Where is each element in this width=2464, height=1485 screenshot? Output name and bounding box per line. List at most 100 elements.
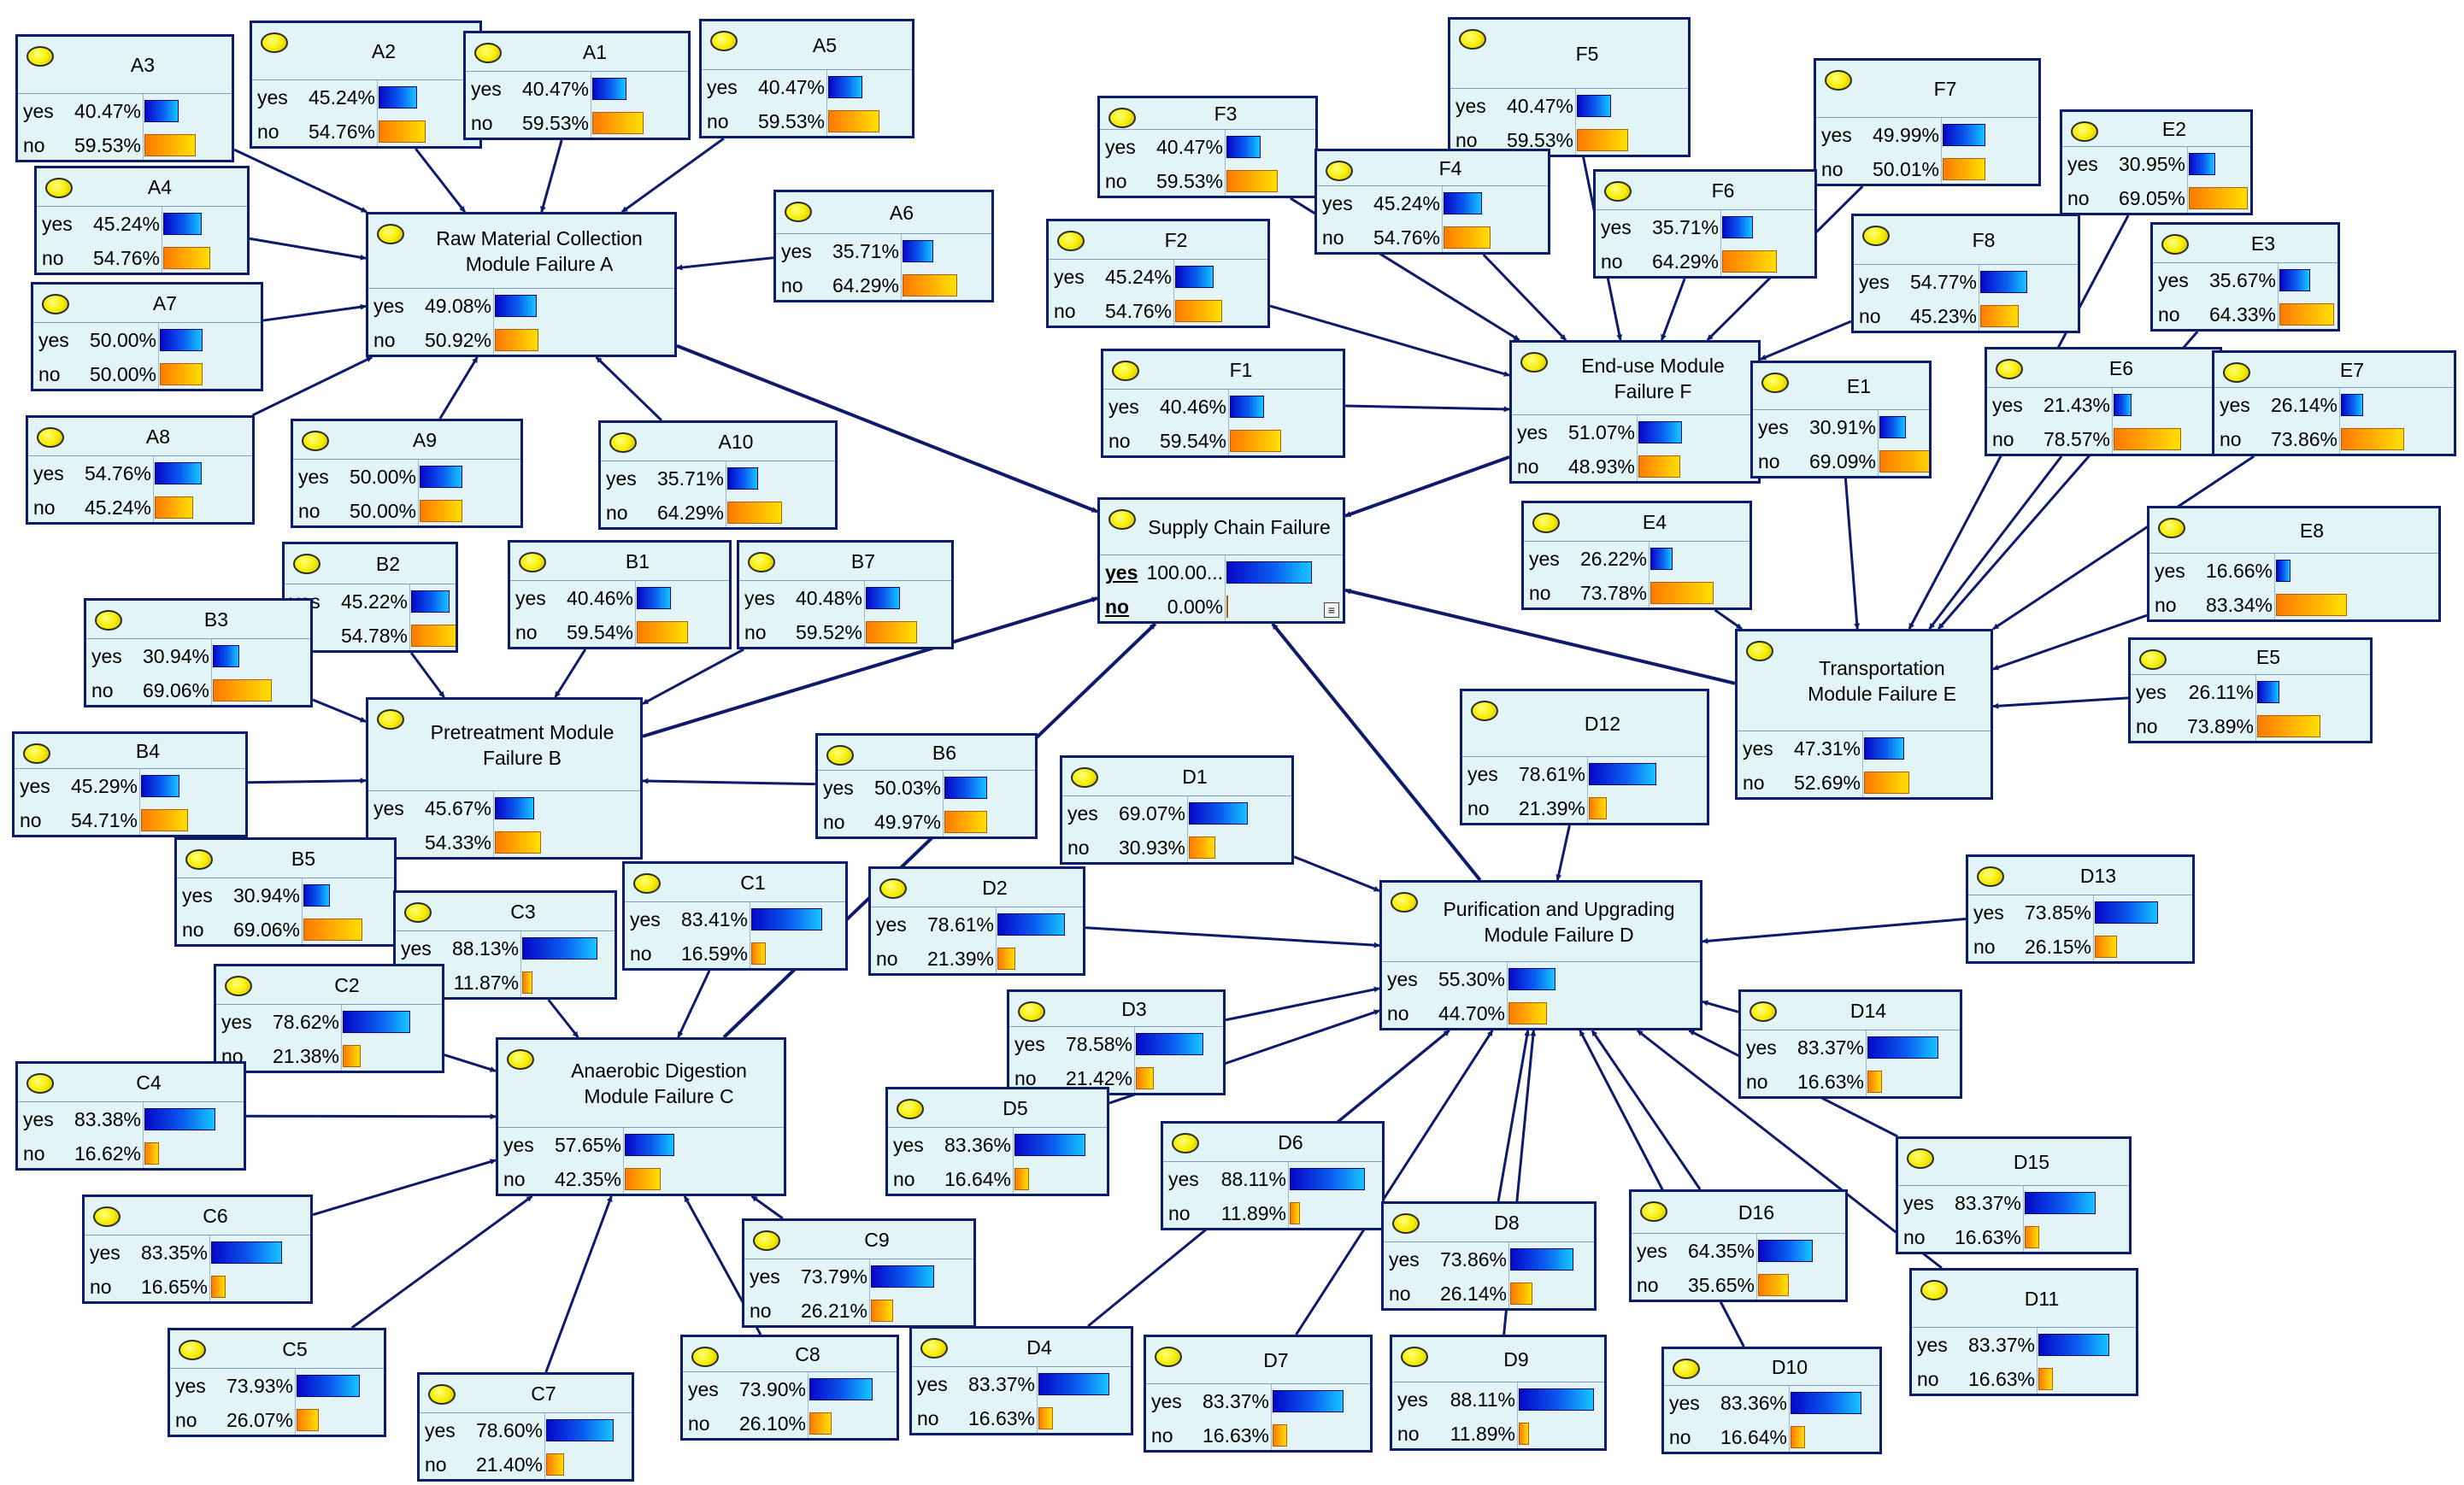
collapse-icon[interactable]: ≡ [1324,602,1339,618]
node-d[interactable]: Purification and Upgrading Module Failur… [1379,880,1702,1030]
node-a[interactable]: Raw Material Collection Module Failure A… [366,212,677,357]
